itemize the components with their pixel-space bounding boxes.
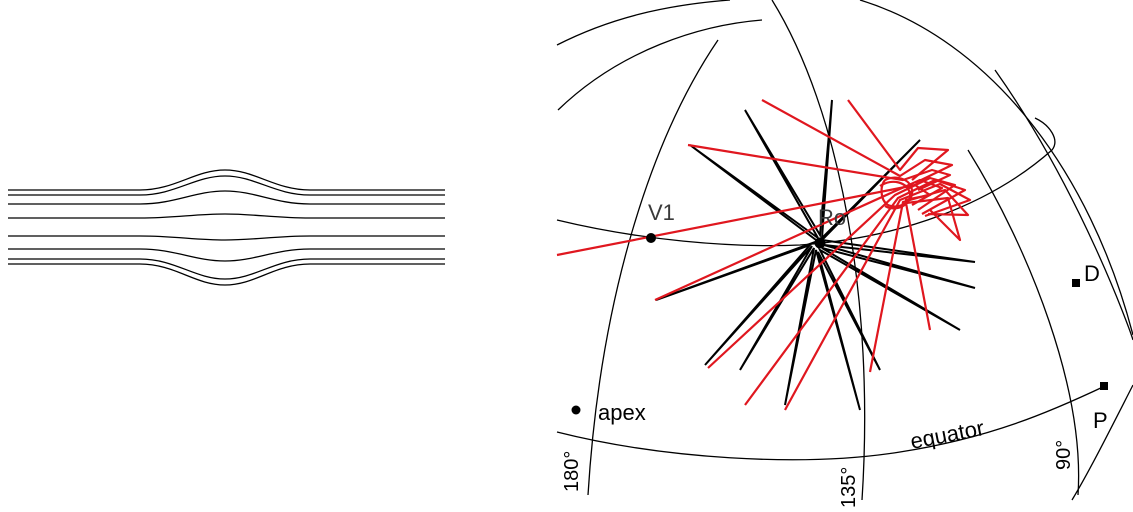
flow-line — [8, 263, 445, 286]
v1-label: V1 — [648, 200, 675, 225]
equator-arc — [556, 385, 1106, 461]
lon-135-label: 135° — [838, 467, 860, 508]
meridian-180 — [587, 39, 719, 496]
flow-line — [8, 258, 445, 280]
p-label: P — [1093, 408, 1108, 433]
flow-line — [8, 175, 445, 196]
meridian-edge — [1071, 384, 1133, 501]
flow-line — [8, 169, 445, 191]
outer-arc — [556, 0, 731, 46]
flow-line — [8, 190, 445, 205]
lon-180-label: 180° — [561, 451, 583, 492]
meridian-far — [994, 69, 1133, 341]
outer-arc — [557, 19, 763, 111]
flow-lines-panel — [8, 169, 445, 286]
flow-line — [8, 213, 445, 219]
apex-label: apex — [598, 400, 646, 425]
d-point — [1072, 279, 1080, 287]
ecliptic-arc — [556, 117, 1056, 247]
ro-point — [814, 237, 826, 249]
d-label: D — [1084, 261, 1100, 286]
ro-label: Ro — [818, 205, 846, 230]
p-point — [1100, 382, 1108, 390]
equator-label: equator — [908, 415, 986, 454]
apex-point — [571, 405, 581, 415]
meridian-135 — [771, 0, 866, 501]
lon-90-label: 90° — [1053, 440, 1075, 470]
sphere-panel: V1 Ro D P apex equator 180° 135° 90° — [556, 0, 1133, 508]
flow-line — [8, 235, 445, 241]
outer-arc-right — [859, 0, 1133, 336]
flow-line — [8, 248, 445, 262]
red-trajectory — [556, 99, 972, 411]
v1-point — [646, 233, 656, 243]
